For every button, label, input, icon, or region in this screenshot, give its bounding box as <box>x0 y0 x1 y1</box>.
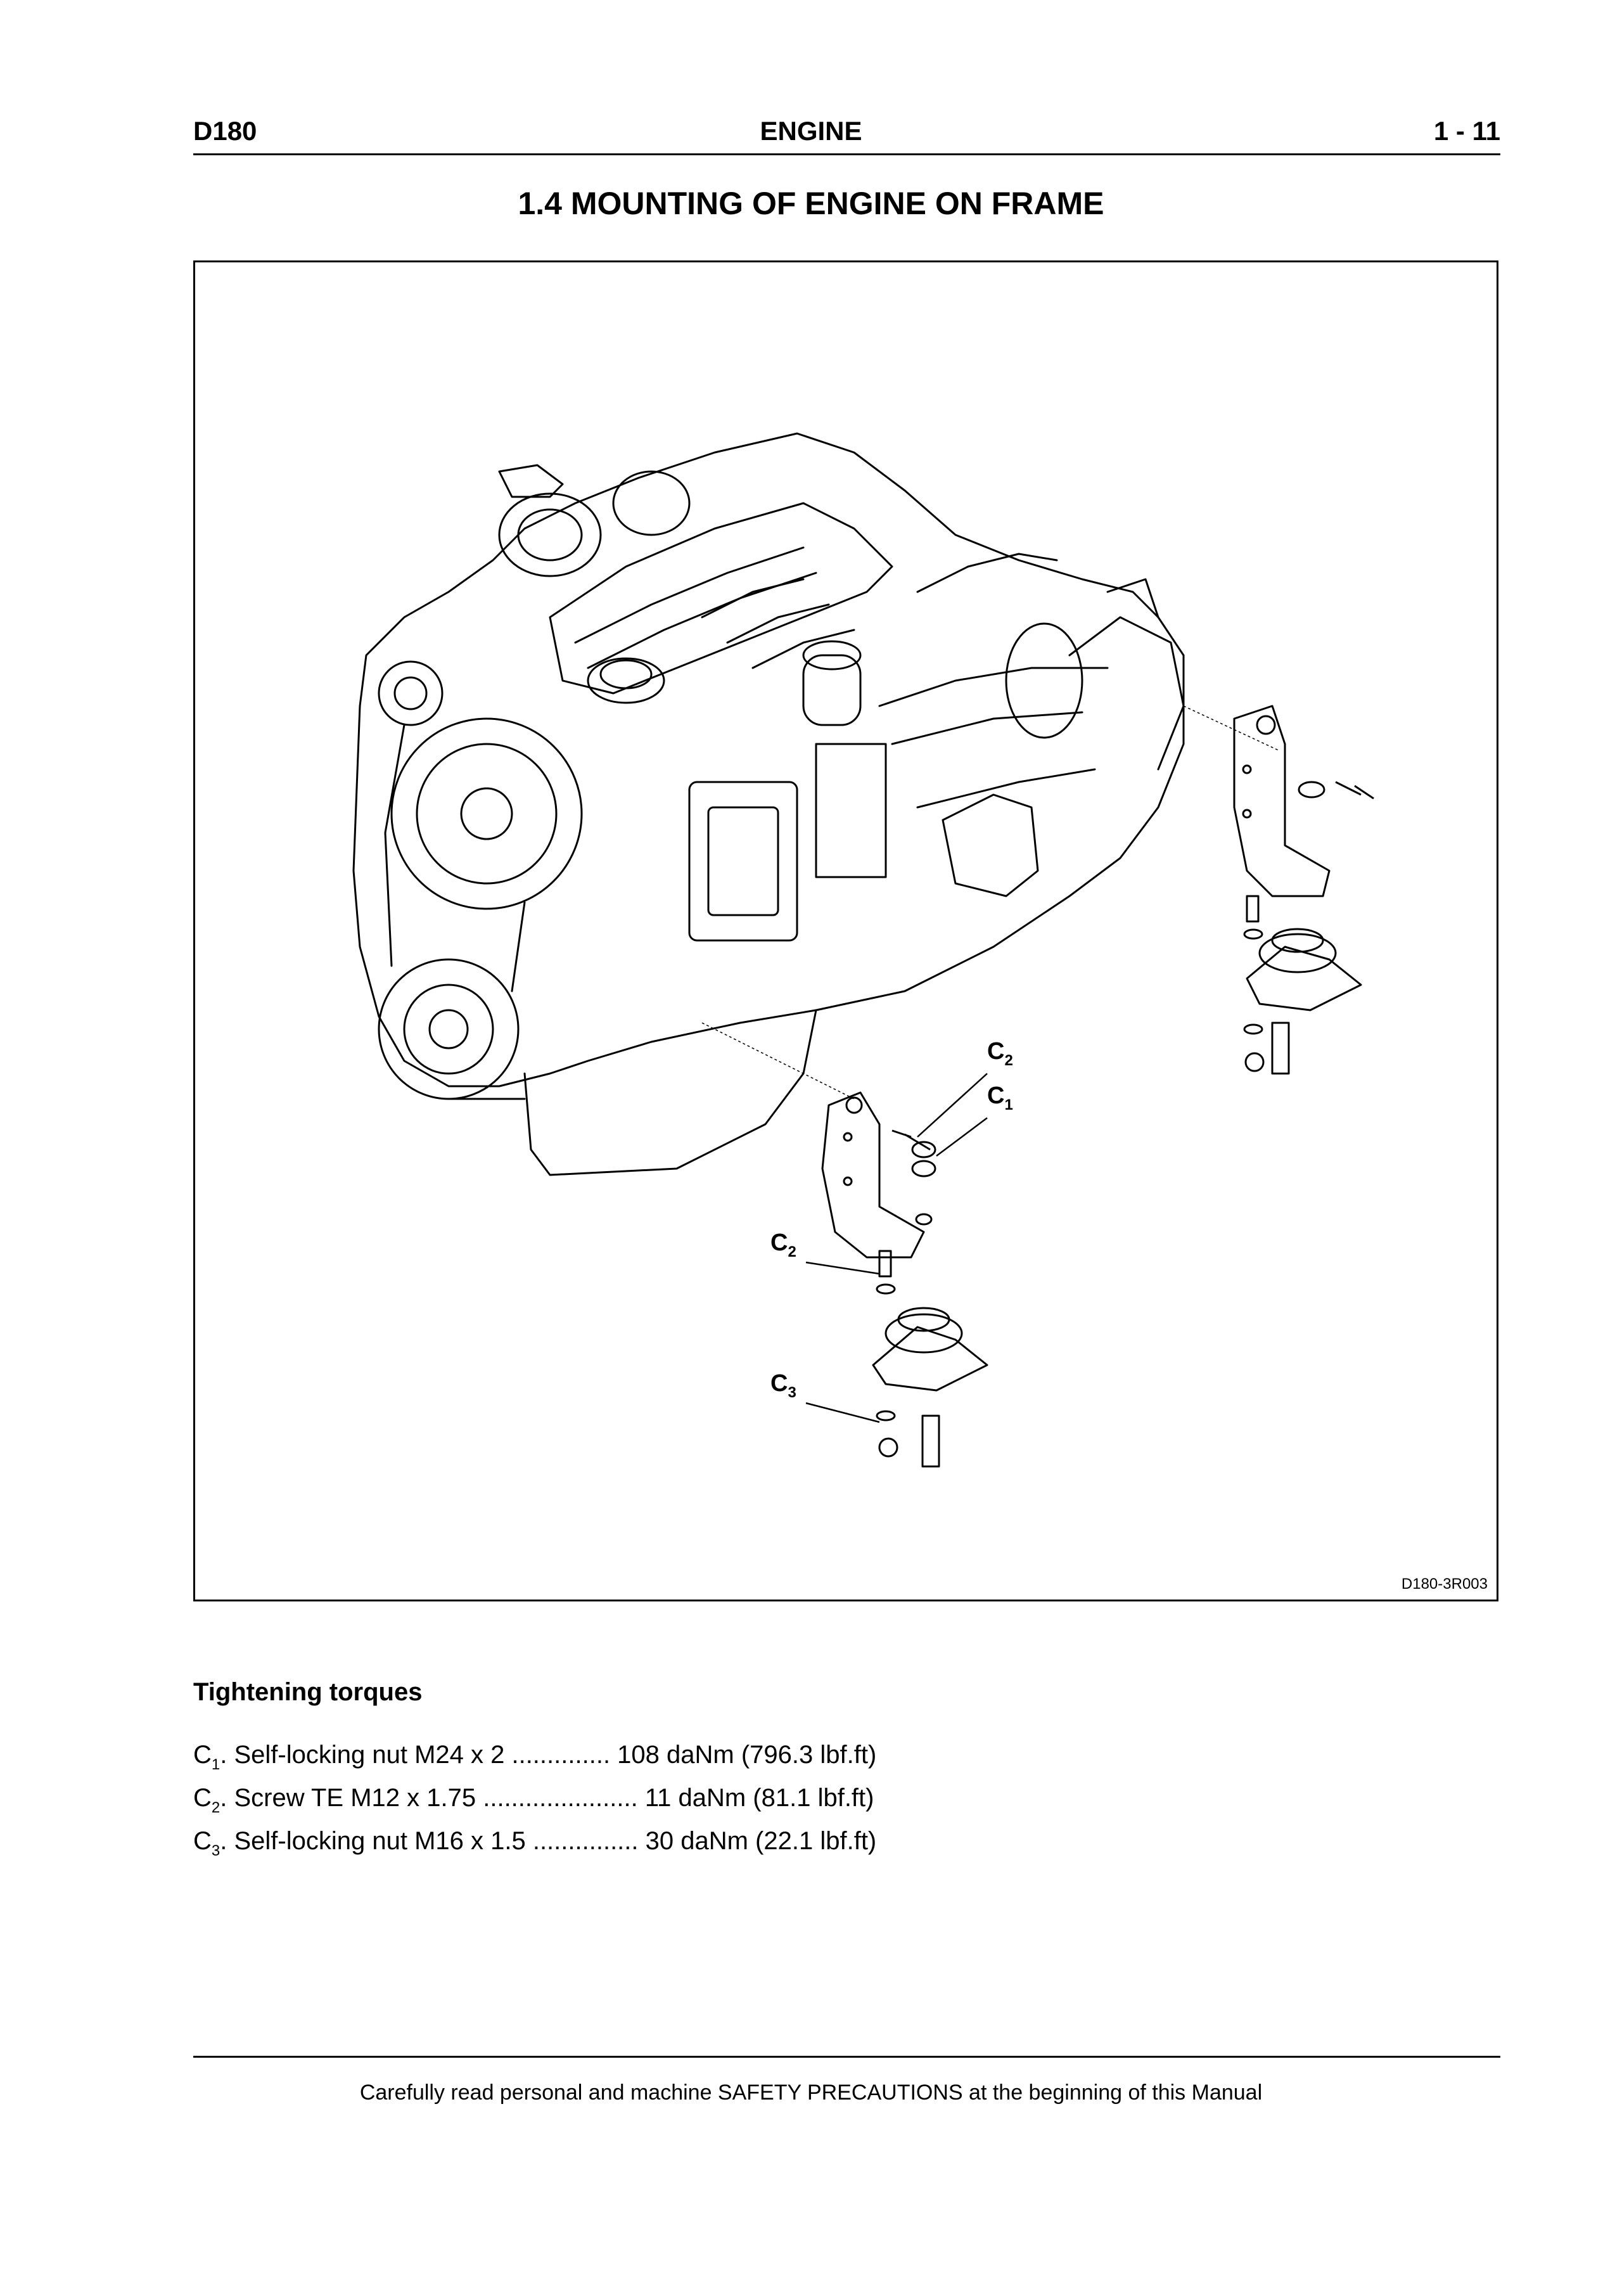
callout-c2-upper: C2 <box>987 1038 1013 1069</box>
torque-item-c2: C2. Screw TE M12 x 1.75 ................… <box>193 1784 874 1816</box>
callout-c3: C3 <box>770 1370 796 1401</box>
footer-rule <box>193 2056 1500 2058</box>
section-title: 1.4 MOUNTING OF ENGINE ON FRAME <box>518 186 1104 221</box>
callout-c1: C1 <box>987 1082 1013 1113</box>
torques-heading: Tightening torques <box>193 1678 423 1706</box>
torque-list: C1. Self-locking nut M24 x 2 ...........… <box>193 1738 876 1868</box>
callout-c2-lower: C2 <box>770 1229 796 1260</box>
header-page-number: 1 - 11 <box>1433 116 1500 146</box>
header-model: D180 <box>193 116 257 146</box>
engine-illustration <box>352 432 1374 1468</box>
torque-item-c3: C3. Self-locking nut M16 x 1.5 .........… <box>193 1827 877 1859</box>
footer-safety-note: Carefully read personal and machine SAFE… <box>359 2081 1263 2105</box>
engine-mounting-figure: C2 C1 C2 C3 D180-3R003 <box>193 260 1498 1601</box>
header-chapter: ENGINE <box>760 116 862 146</box>
torque-item-c1: C1. Self-locking nut M24 x 2 ...........… <box>193 1741 877 1773</box>
figure-reference: D180-3R003 <box>1401 1575 1488 1593</box>
header-rule <box>193 153 1500 155</box>
